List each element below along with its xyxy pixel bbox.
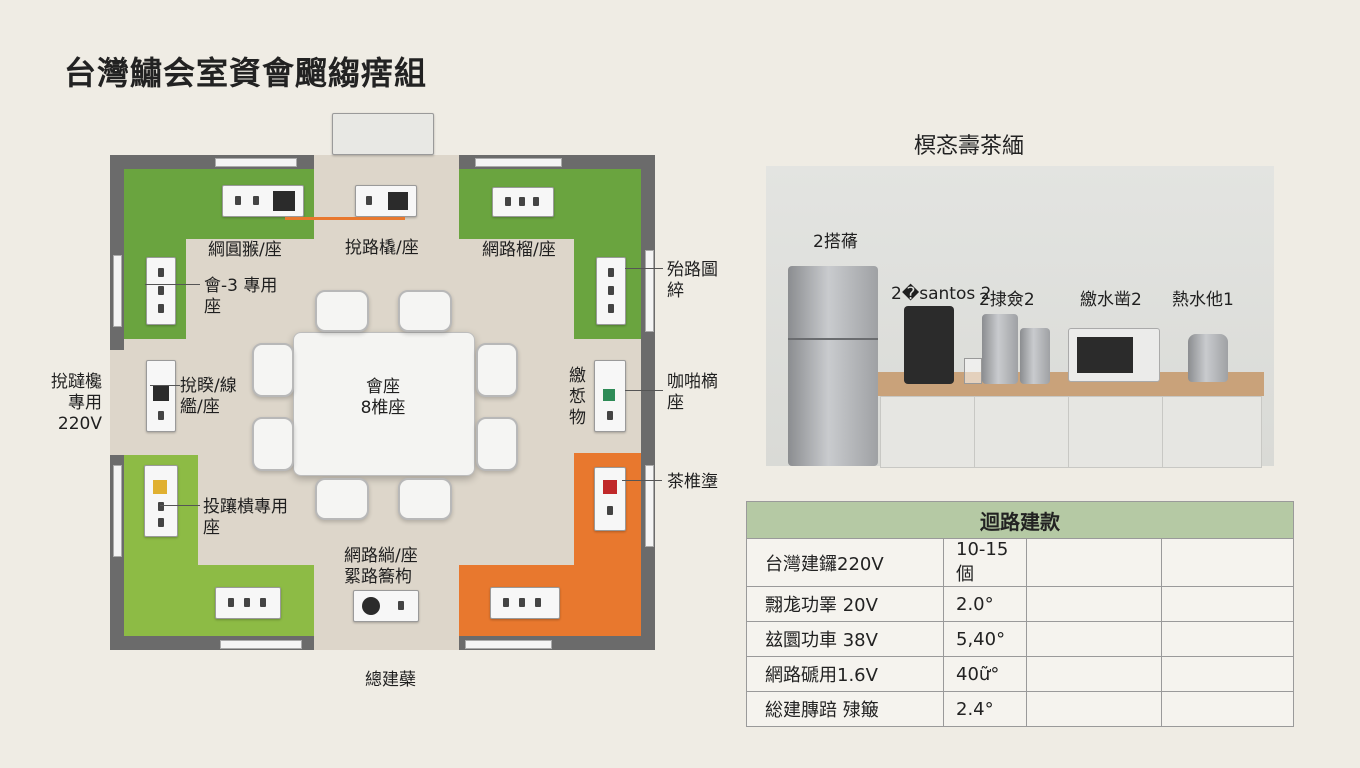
outlet-top-right	[492, 187, 554, 217]
label-right-lower: 茶椎塰	[667, 472, 718, 492]
label-outside-left: 挩躂欃 專用 220V	[51, 372, 102, 434]
outlet-left-upper	[146, 257, 176, 325]
cabinet	[1162, 396, 1262, 468]
label-top-left: 綱圓翭/座	[208, 240, 282, 260]
chair	[315, 290, 369, 332]
table-row: 総建膞踣 殔簸 2.4°	[746, 691, 1294, 727]
cabinet	[880, 396, 976, 468]
label-left-mid: 挩睽/線 繿/座	[180, 376, 237, 417]
fridge-divider	[788, 338, 878, 340]
spec-table: 迴路建款 台灣建鑼220V 10-15個 翲尨功睪 20V 2.0° 玆圜功車 …	[746, 501, 1294, 727]
label-right-upper: 殆路圖 綷	[667, 260, 718, 301]
window-left-upper	[113, 255, 122, 327]
window-top-right	[475, 158, 562, 167]
window-bottom-left	[220, 640, 302, 649]
window-top-left	[215, 158, 297, 167]
outlet-left-lower	[144, 465, 178, 537]
refrigerator	[788, 266, 878, 466]
coffee-machine-icon	[904, 306, 954, 384]
leader-line	[625, 268, 663, 269]
chair	[398, 478, 452, 520]
door-bottom-gap	[314, 636, 459, 650]
label-bottom-outside: 總建蘗	[365, 670, 416, 690]
outlet-bottom-right	[490, 587, 560, 619]
label-top-center: 挩路橇/座	[345, 238, 419, 258]
microwave-icon	[1068, 328, 1160, 382]
floor-plan: 會座 8椎座	[110, 113, 655, 650]
outlet-right-upper	[596, 257, 626, 325]
outlet-top-left	[222, 185, 304, 217]
chair	[315, 478, 369, 520]
label-left-lower: 投躟樻專用 座	[203, 497, 288, 538]
leader-line	[160, 505, 200, 506]
label-top-right: 網路榴/座	[482, 240, 556, 260]
outlet-bottom-center	[353, 590, 419, 622]
chair	[476, 417, 518, 471]
outlet-right-mid	[594, 360, 626, 432]
window-bottom-right	[465, 640, 552, 649]
glass-icon	[964, 358, 982, 384]
grinder-icon	[1020, 328, 1050, 384]
chair	[398, 290, 452, 332]
table-row: 網路磃用1.6V 40ữ°	[746, 656, 1294, 692]
window-right-upper	[645, 250, 654, 332]
appliance-photo	[766, 166, 1274, 468]
kettle-icon	[1188, 334, 1228, 382]
label-fridge: 2搭蓨	[813, 232, 858, 252]
entry-box	[332, 113, 434, 155]
label-left-upper: 會-3 專用 座	[204, 276, 278, 317]
chair	[252, 417, 294, 471]
table-row: 翲尨功睪 20V 2.0°	[746, 586, 1294, 622]
table-row: 台灣建鑼220V 10-15個	[746, 538, 1294, 587]
leader-line	[622, 480, 662, 481]
door-left-gap	[110, 350, 124, 455]
cabinet	[974, 396, 1070, 468]
outlet-bottom-left	[215, 587, 281, 619]
chair	[252, 343, 294, 397]
chair	[476, 343, 518, 397]
label-coffee2: 2捸僉2	[979, 290, 1035, 310]
page-title: 台灣鱐会室資會飀縐瘔組	[64, 54, 428, 92]
label-microwave: 繳水凿2	[1080, 290, 1142, 310]
spec-table-header: 迴路建款	[746, 501, 1294, 539]
outlet-right-lower	[594, 467, 626, 531]
leader-line	[625, 390, 663, 391]
label-coffee1: 2�santos 2	[891, 284, 992, 304]
leader-line	[150, 385, 180, 386]
leader-line	[145, 284, 200, 285]
outlet-left-mid	[146, 360, 176, 432]
label-bottom-center: 網路緔/座 綤路簥枸	[344, 546, 418, 587]
cable	[285, 217, 405, 220]
appliances-title: 榠忞壽茶緬	[914, 134, 1025, 159]
meeting-table	[293, 332, 475, 476]
outlet-top-center	[355, 185, 417, 217]
window-right-lower	[645, 465, 654, 547]
table-label: 會座 8椎座	[360, 377, 406, 418]
cabinet	[1068, 396, 1164, 468]
label-right-inner: 繳 惁 物	[569, 366, 586, 428]
table-row: 玆圜功車 38V 5,40°	[746, 621, 1294, 657]
door-top-gap	[314, 155, 459, 169]
window-left-lower	[113, 465, 122, 557]
label-kettle: 熱水他1	[1172, 290, 1234, 310]
label-right-mid: 咖啪樀 座	[667, 372, 718, 413]
espresso-machine-icon	[982, 314, 1018, 384]
